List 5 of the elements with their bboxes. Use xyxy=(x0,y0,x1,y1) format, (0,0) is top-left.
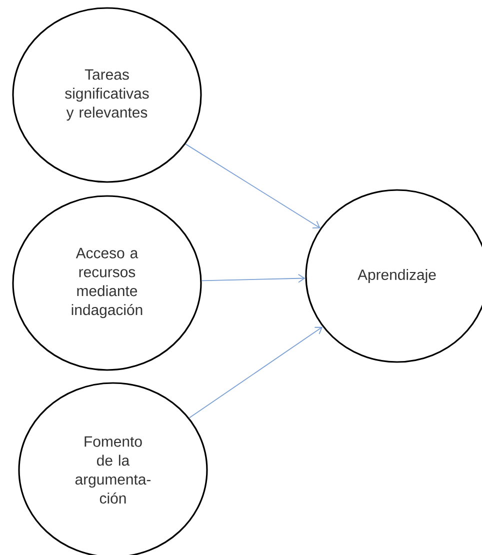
arrow xyxy=(188,326,323,418)
ellipse-node: Tareas significativas y relevantes xyxy=(12,7,202,183)
ellipse-node: Acceso a recursos mediante indagación xyxy=(12,195,202,371)
arrow xyxy=(201,274,306,283)
arrow xyxy=(185,144,320,228)
